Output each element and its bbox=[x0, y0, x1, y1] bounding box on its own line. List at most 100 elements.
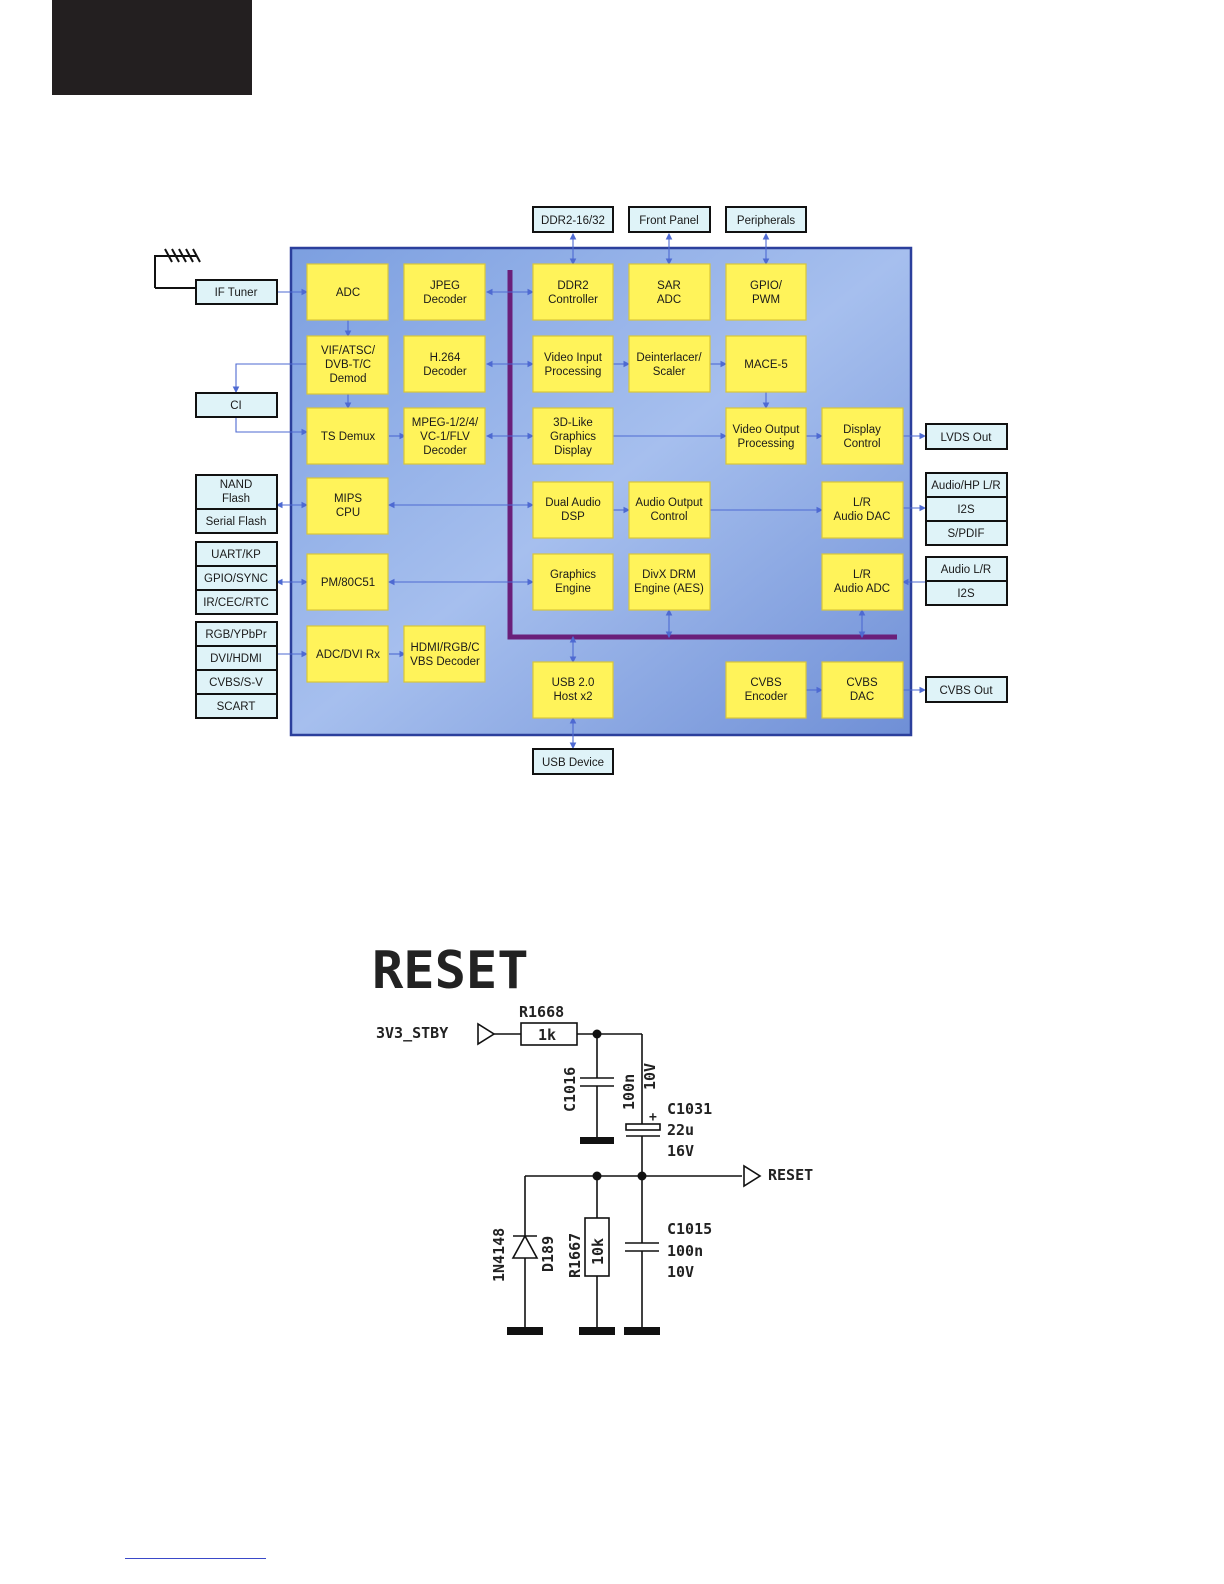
svg-text:DAC: DAC bbox=[850, 691, 874, 703]
svg-text:DivX DRM: DivX DRM bbox=[642, 569, 696, 581]
ci-box: CI bbox=[195, 392, 278, 418]
svg-text:MPEG-1/2/4/: MPEG-1/2/4/ bbox=[412, 417, 479, 429]
output-port-icon bbox=[743, 1164, 762, 1188]
svg-text:Video Input: Video Input bbox=[544, 352, 603, 364]
svg-text:Dual Audio: Dual Audio bbox=[545, 497, 601, 509]
svg-text:Deinterlacer/: Deinterlacer/ bbox=[636, 352, 702, 364]
svg-text:CVBS: CVBS bbox=[750, 677, 782, 689]
svg-text:H.264: H.264 bbox=[430, 352, 461, 364]
svg-text:Decoder: Decoder bbox=[423, 445, 467, 457]
jpeg-decoder-block: JPEG Decoder bbox=[403, 263, 486, 321]
svg-text:C1016: C1016 bbox=[561, 1067, 579, 1112]
peripherals-box: Peripherals bbox=[725, 206, 807, 233]
hdmi-decoder-block: HDMI/RGB/CVBS Decoder bbox=[403, 625, 486, 683]
svg-text:Controller: Controller bbox=[548, 294, 598, 306]
svg-text:L/R: L/R bbox=[853, 497, 871, 509]
svg-text:ADC/DVI Rx: ADC/DVI Rx bbox=[316, 649, 380, 661]
svg-text:1k: 1k bbox=[538, 1026, 556, 1044]
svg-text:Engine: Engine bbox=[555, 583, 591, 595]
svg-text:Front Panel: Front Panel bbox=[639, 215, 698, 227]
svg-text:DSP: DSP bbox=[561, 511, 585, 523]
svg-text:C1031: C1031 bbox=[667, 1100, 712, 1118]
svg-text:DVI/HDMI: DVI/HDMI bbox=[210, 653, 262, 665]
svg-text:NAND: NAND bbox=[220, 479, 253, 491]
internal-bus bbox=[507, 270, 897, 640]
svg-text:Graphics: Graphics bbox=[550, 569, 596, 581]
svg-text:MIPS: MIPS bbox=[334, 493, 362, 505]
svg-text:PWM: PWM bbox=[752, 294, 780, 306]
svg-text:Flash: Flash bbox=[222, 493, 250, 505]
svg-text:Control: Control bbox=[843, 438, 880, 450]
antenna-icon bbox=[154, 248, 201, 289]
svg-text:DDR2-16/32: DDR2-16/32 bbox=[541, 215, 605, 227]
svg-text:GPIO/SYNC: GPIO/SYNC bbox=[204, 573, 268, 585]
svg-text:I2S: I2S bbox=[957, 588, 975, 600]
svg-text:Audio/HP L/R: Audio/HP L/R bbox=[931, 480, 1000, 492]
svg-text:R1668: R1668 bbox=[519, 1003, 564, 1021]
schematic-title: RESET bbox=[372, 941, 529, 1001]
svg-text:MACE-5: MACE-5 bbox=[744, 359, 787, 371]
mips-cpu-block: MIPS CPU bbox=[306, 477, 389, 535]
svg-text:Demod: Demod bbox=[329, 373, 366, 385]
deinterlacer-block: Deinterlacer/Scaler bbox=[628, 335, 711, 393]
svg-text:100n: 100n bbox=[620, 1074, 638, 1110]
svg-text:Processing: Processing bbox=[545, 366, 602, 378]
svg-text:DDR2: DDR2 bbox=[557, 280, 588, 292]
svg-text:SAR: SAR bbox=[657, 280, 681, 292]
svg-text:Scaler: Scaler bbox=[653, 366, 686, 378]
footer-rule bbox=[125, 1558, 266, 1559]
diode-symbol bbox=[511, 1234, 539, 1259]
ddr-external-box: DDR2-16/32 bbox=[532, 206, 614, 233]
svg-text:S/PDIF: S/PDIF bbox=[947, 528, 984, 540]
svg-text:Decoder: Decoder bbox=[423, 294, 467, 306]
svg-text:Encoder: Encoder bbox=[745, 691, 788, 703]
cvbs-out-box: CVBS Out bbox=[925, 676, 1008, 703]
svg-text:10k: 10k bbox=[589, 1238, 607, 1265]
svg-text:Control: Control bbox=[650, 511, 687, 523]
svg-text:Peripherals: Peripherals bbox=[737, 215, 795, 227]
svg-text:D189: D189 bbox=[539, 1236, 557, 1272]
svg-text:CVBS Out: CVBS Out bbox=[939, 685, 993, 697]
svg-text:Display: Display bbox=[554, 445, 592, 457]
svg-text:PM/80C51: PM/80C51 bbox=[321, 577, 375, 589]
svg-text:10V: 10V bbox=[667, 1263, 694, 1281]
svg-text:R1667: R1667 bbox=[566, 1233, 584, 1278]
svg-text:USB 2.0: USB 2.0 bbox=[552, 677, 595, 689]
svg-text:Graphics: Graphics bbox=[550, 431, 596, 443]
svg-text:IF Tuner: IF Tuner bbox=[215, 287, 258, 299]
svg-text:VC-1/FLV: VC-1/FLV bbox=[420, 431, 470, 443]
ground-icon bbox=[580, 1137, 614, 1144]
svg-text:10V: 10V bbox=[641, 1063, 659, 1090]
svg-text:HDMI/RGB/C: HDMI/RGB/C bbox=[411, 642, 480, 654]
ground-icon bbox=[624, 1327, 660, 1335]
svg-text:Decoder: Decoder bbox=[423, 366, 467, 378]
if-tuner-box: IF Tuner bbox=[195, 279, 278, 305]
svg-text:CPU: CPU bbox=[336, 507, 360, 519]
svg-text:TS Demux: TS Demux bbox=[321, 431, 376, 443]
svg-text:22u: 22u bbox=[667, 1121, 694, 1139]
pm-80c51-block: PM/80C51 bbox=[306, 553, 389, 611]
svg-text:CVBS/S-V: CVBS/S-V bbox=[209, 677, 263, 689]
connector-lines bbox=[232, 232, 927, 750]
svg-text:JPEG: JPEG bbox=[430, 280, 460, 292]
audio-out-box: Audio/HP L/R I2S S/PDIF bbox=[925, 472, 1008, 546]
svg-text:CI: CI bbox=[230, 400, 242, 412]
svg-text:Host x2: Host x2 bbox=[554, 691, 593, 703]
lvds-out-box: LVDS Out bbox=[925, 423, 1008, 450]
svg-text:16V: 16V bbox=[667, 1142, 694, 1160]
svg-text:ADC: ADC bbox=[657, 294, 681, 306]
ground-icon bbox=[507, 1327, 543, 1335]
mpeg-decoder-block: MPEG-1/2/4/VC-1/FLV Decoder bbox=[403, 407, 486, 465]
svg-text:100n: 100n bbox=[667, 1242, 703, 1260]
audio-in-box: Audio L/R I2S bbox=[925, 556, 1008, 606]
